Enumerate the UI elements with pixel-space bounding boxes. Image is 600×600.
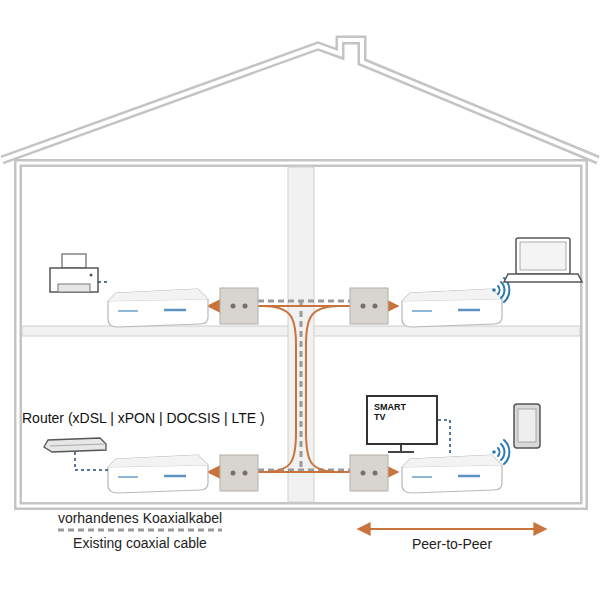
roof-outline xyxy=(2,40,598,160)
legend-entry: vorhandenes Koaxialkabel xyxy=(58,510,222,526)
tv-stand xyxy=(388,444,414,452)
wall-outlet xyxy=(350,288,388,324)
device-link xyxy=(75,282,450,470)
coax-adapter xyxy=(108,455,208,493)
legend-text: vorhandenes Koaxialkabel xyxy=(58,510,222,526)
coax-adapter xyxy=(108,289,208,327)
coax-adapter xyxy=(402,455,502,493)
device-label: Router (xDSL | xPON | DOCSIS | LTE ) xyxy=(22,410,265,426)
wall-outlet xyxy=(350,455,388,491)
coax-adapter xyxy=(402,289,502,327)
printer-icon xyxy=(50,254,98,292)
laptop-icon xyxy=(504,238,582,282)
wall-outlet xyxy=(220,288,258,324)
legend-peer-sample xyxy=(358,528,546,530)
peer-to-peer-link xyxy=(208,306,398,472)
wall-outlet xyxy=(220,455,258,491)
cable-shaft xyxy=(288,167,314,502)
tablet-icon xyxy=(514,404,540,448)
legend-coax-sample xyxy=(58,529,222,532)
tv-label: SMART TV xyxy=(374,402,408,423)
tv-screen-box: SMART TV xyxy=(366,395,438,445)
coax-cable xyxy=(258,301,350,470)
legend-entry: Existing coaxial cable xyxy=(73,535,207,551)
legend-entry: Peer-to-Peer xyxy=(412,536,492,552)
house-wall xyxy=(18,163,584,506)
legend-text: Existing coaxial cable xyxy=(73,535,207,551)
router-icon xyxy=(44,438,106,452)
legend-text: Peer-to-Peer xyxy=(412,536,492,552)
router-label: Router (xDSL | xPON | DOCSIS | LTE ) xyxy=(22,410,265,426)
wifi-symbol xyxy=(492,440,509,464)
